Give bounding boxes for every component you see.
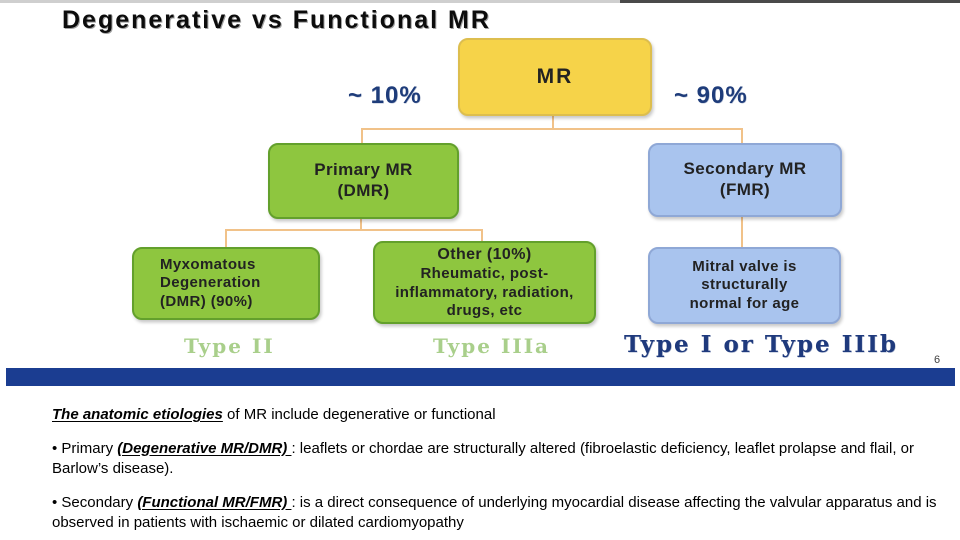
notes-paragraph-1: The anatomic etiologies of MR include de…: [52, 405, 942, 426]
cropped-edge-artifact-light: [0, 0, 960, 3]
connector-to-myxomatous: [225, 229, 227, 248]
node-myxo-line2: Degeneration: [160, 274, 261, 292]
figure-title: Degenerative vs Functional MR: [62, 6, 491, 34]
connector-to-primary: [361, 128, 363, 144]
notes-paragraph-2: • Primary (Degenerative MR/DMR) : leafle…: [52, 439, 942, 480]
node-secondary-line2: (FMR): [719, 180, 771, 199]
type-label-type-ii: Type II: [184, 334, 275, 358]
notes-p1-rest: of MR include degenerative or functional: [222, 406, 496, 423]
connector-level1-horizontal: [361, 128, 743, 130]
page-number: 6: [934, 354, 941, 366]
cropped-edge-artifact-dark: [620, 0, 960, 3]
node-mitral-valve-normal: Mitral valve is structurally normal for …: [648, 247, 841, 324]
node-secondary-line1: Secondary MR: [683, 159, 807, 179]
connector-secondary-down: [741, 212, 743, 248]
connector-to-secondary: [741, 128, 743, 144]
node-myxomatous-degeneration: Myxomatous Degeneration (DMR) (90%): [132, 247, 320, 320]
node-secondary-mr: Secondary MR (FMR): [648, 143, 842, 217]
type-label-type-iiia: Type IIIa: [433, 334, 551, 358]
connector-to-other: [481, 229, 483, 242]
node-other-etiologies: Other (10%) Rheumatic, post-inflammatory…: [373, 241, 596, 324]
notes-paragraph-3: • Secondary (Functional MR/FMR) : is a d…: [52, 493, 942, 534]
node-primary-mr: Primary MR (DMR): [268, 143, 459, 219]
node-primary-line2: (DMR): [337, 181, 390, 200]
percent-left-label: ~ 10%: [348, 82, 422, 109]
notes-p2-lead: • Primary: [52, 439, 118, 457]
accent-divider-bar: [6, 368, 955, 386]
node-primary-line1: Primary MR: [314, 160, 413, 180]
node-myxo-line3: (DMR) (90%): [160, 292, 253, 310]
notes-p3-rest: : is a direct consequence of underlying …: [52, 493, 937, 532]
node-other-heading: Other (10%): [437, 245, 532, 263]
notes-block: The anatomic etiologies of MR include de…: [52, 405, 942, 540]
percent-right-label: ~ 90%: [674, 82, 748, 109]
notes-p2-emphasis: (Degenerative MR/DMR): [117, 439, 292, 457]
type-label-type-i-or-iiib: Type I or Type IIIb: [624, 331, 898, 358]
connector-primary-down: [360, 214, 362, 231]
connector-mr-down: [552, 111, 554, 130]
notes-p1-emphasis: The anatomic etiologies: [52, 406, 223, 423]
notes-p2-rest: : leaflets or chordae are structurally a…: [52, 439, 914, 478]
notes-p3-lead: • Secondary: [52, 493, 138, 511]
node-mr: MR: [458, 38, 652, 116]
notes-p3-emphasis: (Functional MR/FMR): [137, 493, 292, 511]
node-other-detail: Rheumatic, post-inflammatory, radiation,…: [395, 265, 574, 319]
node-mr-label: MR: [536, 65, 574, 89]
node-myxo-line1: Myxomatous: [160, 256, 256, 274]
connector-level2-horizontal: [225, 229, 483, 231]
node-mitral-text: Mitral valve is structurally normal for …: [689, 258, 800, 312]
